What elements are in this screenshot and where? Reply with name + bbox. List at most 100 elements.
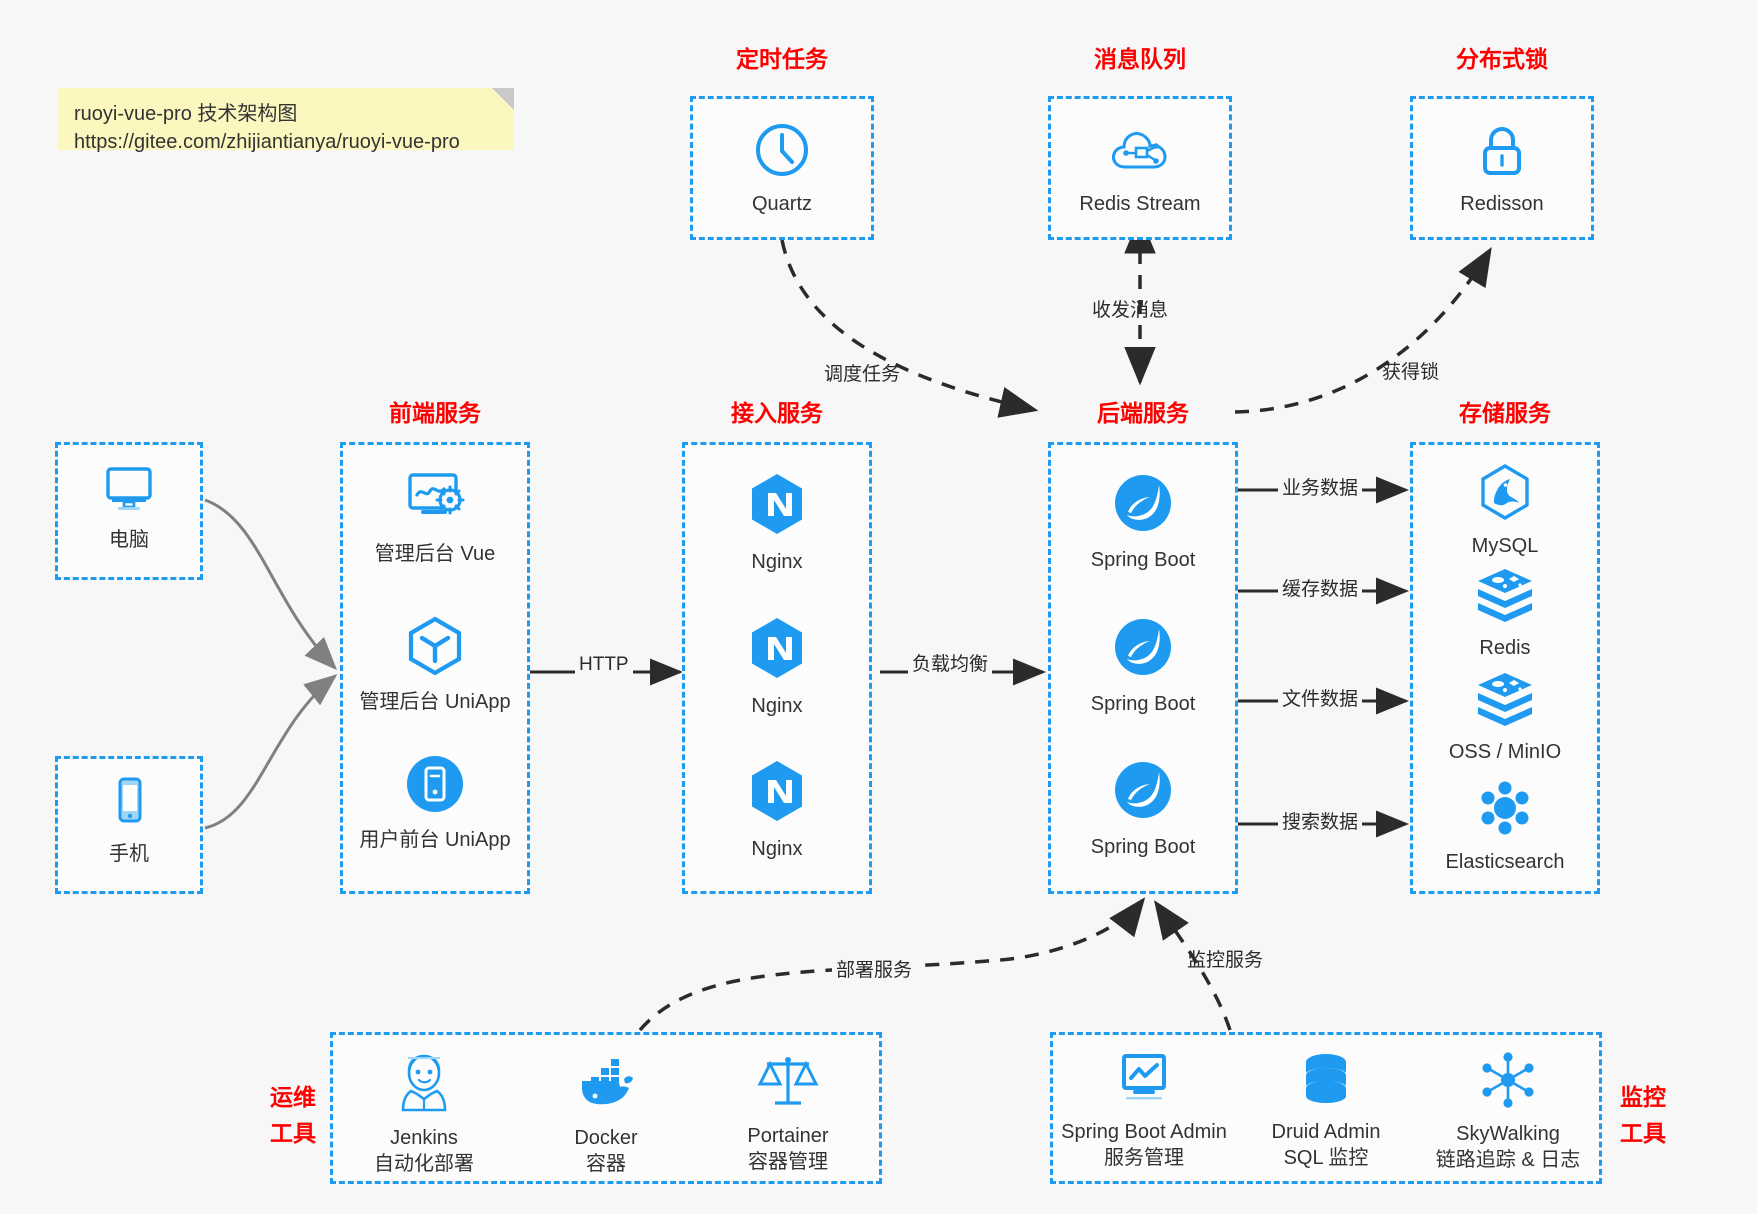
node-caption: 电脑 xyxy=(109,529,149,551)
edge-label-business-data: 业务数据 xyxy=(1278,476,1363,502)
node-caption: SkyWalking xyxy=(1456,1123,1560,1145)
node-subcaption: 容器 xyxy=(586,1153,626,1175)
edge-label-schedule-task: 调度任务 xyxy=(824,364,901,385)
cloud-stream-icon xyxy=(1051,121,1229,184)
monitor-icon xyxy=(58,461,200,520)
node-subcaption: 链路追踪 & 日志 xyxy=(1435,1149,1581,1171)
group-label-lock: 分布式锁 xyxy=(1456,46,1548,72)
group-storage: MySQL Redis xyxy=(1410,442,1600,894)
group-devops: Jenkins 自动化部署 Docker xyxy=(330,1032,882,1184)
group-mq: Redis Stream xyxy=(1048,96,1232,240)
spring-boot-icon xyxy=(1051,615,1235,684)
group-monitor: Spring Boot Admin 服务管理 Dru xyxy=(1050,1032,1602,1184)
edge-label-load-balance: 负载均衡 xyxy=(908,652,993,678)
node-phone[interactable]: 手机 xyxy=(58,775,200,867)
node-spring-boot-1[interactable]: Spring Boot xyxy=(1051,471,1235,573)
group-label-frontend: 前端服务 xyxy=(389,400,481,426)
node-druid-admin[interactable]: Druid Admin SQL 监控 xyxy=(1235,1051,1417,1173)
uniapp-hex-icon xyxy=(343,615,527,682)
portainer-icon xyxy=(697,1051,879,1116)
nginx-icon xyxy=(685,758,869,829)
node-redis[interactable]: Redis xyxy=(1413,567,1597,661)
mobile-circle-icon xyxy=(343,753,527,820)
spring-boot-icon xyxy=(1051,471,1235,540)
note-line-title: ruoyi-vue-pro 技术架构图 xyxy=(74,103,298,125)
node-elasticsearch[interactable]: Elasticsearch xyxy=(1413,779,1597,875)
node-redisson[interactable]: Redisson xyxy=(1413,121,1591,217)
node-caption: Spring Boot xyxy=(1090,549,1196,571)
group-client-phone: 手机 xyxy=(55,756,203,894)
node-caption: 管理后台 Vue xyxy=(374,543,496,565)
node-skywalking[interactable]: SkyWalking 链路追踪 & 日志 xyxy=(1417,1051,1599,1173)
node-spring-boot-2[interactable]: Spring Boot xyxy=(1051,615,1235,717)
node-jenkins[interactable]: Jenkins 自动化部署 xyxy=(333,1051,515,1177)
note-fold-corner xyxy=(492,88,514,110)
node-caption: Spring Boot xyxy=(1090,836,1196,858)
phone-icon xyxy=(58,775,200,834)
group-lock: Redisson xyxy=(1410,96,1594,240)
node-caption: Nginx xyxy=(751,551,803,573)
group-label-storage: 存储服务 xyxy=(1459,400,1551,426)
skywalking-icon xyxy=(1417,1051,1599,1114)
node-subcaption: SQL 监控 xyxy=(1283,1147,1369,1169)
node-caption: Portainer xyxy=(747,1125,829,1147)
edge-label-send-receive-message: 收发消息 xyxy=(1092,300,1169,321)
node-spring-boot-admin[interactable]: Spring Boot Admin 服务管理 xyxy=(1053,1051,1235,1173)
spring-boot-icon xyxy=(1051,758,1235,827)
node-redis-stream[interactable]: Redis Stream xyxy=(1051,121,1229,217)
node-spring-boot-3[interactable]: Spring Boot xyxy=(1051,758,1235,860)
edge-label-cache-data: 缓存数据 xyxy=(1278,577,1363,603)
node-oss-minio[interactable]: OSS / MinIO xyxy=(1413,671,1597,765)
node-caption: 手机 xyxy=(109,843,149,865)
node-caption: Spring Boot xyxy=(1090,693,1196,715)
node-caption: Docker xyxy=(574,1127,638,1149)
node-caption: MySQL xyxy=(1471,535,1539,557)
edge-label-deploy-service: 部署服务 xyxy=(832,958,917,984)
node-docker[interactable]: Docker 容器 xyxy=(515,1051,697,1177)
node-caption: Redisson xyxy=(1460,193,1544,215)
jenkins-icon xyxy=(333,1051,515,1118)
group-label-monitor-line1: 监控 xyxy=(1620,1084,1666,1110)
node-quartz[interactable]: Quartz xyxy=(693,121,871,217)
nginx-icon xyxy=(685,615,869,686)
group-client-computer: 电脑 xyxy=(55,442,203,580)
node-user-uniapp[interactable]: 用户前台 UniApp xyxy=(343,753,527,853)
node-nginx-2[interactable]: Nginx xyxy=(685,615,869,719)
group-frontend: 管理后台 Vue 管理后台 UniApp xyxy=(340,442,530,894)
node-caption: Quartz xyxy=(751,193,813,215)
edge-label-monitor-service: 监控服务 xyxy=(1187,950,1264,971)
node-subcaption: 容器管理 xyxy=(748,1151,828,1173)
edge-label-http: HTTP xyxy=(575,652,633,678)
group-scheduler: Quartz xyxy=(690,96,874,240)
node-caption: Nginx xyxy=(751,695,803,717)
group-label-scheduler: 定时任务 xyxy=(736,46,828,72)
note-line-url: https://gitee.com/zhijiantianya/ruoyi-vu… xyxy=(74,131,460,153)
node-subcaption: 服务管理 xyxy=(1104,1147,1184,1169)
node-mysql[interactable]: MySQL xyxy=(1413,463,1597,559)
mysql-icon xyxy=(1413,463,1597,526)
node-caption: Elasticsearch xyxy=(1445,851,1565,873)
node-caption: 管理后台 UniApp xyxy=(359,691,511,713)
group-label-gateway: 接入服务 xyxy=(731,400,823,426)
clock-icon xyxy=(693,121,871,184)
elasticsearch-icon xyxy=(1413,779,1597,842)
node-caption: Nginx xyxy=(751,838,803,860)
node-portainer[interactable]: Portainer 容器管理 xyxy=(697,1051,879,1177)
dashboard-gear-icon xyxy=(343,469,527,534)
node-caption: Redis xyxy=(1479,637,1531,659)
node-caption: 用户前台 UniApp xyxy=(359,829,511,851)
node-caption: Jenkins xyxy=(390,1127,458,1149)
node-nginx-3[interactable]: Nginx xyxy=(685,758,869,862)
node-subcaption: 自动化部署 xyxy=(374,1153,474,1175)
lock-icon xyxy=(1413,121,1591,184)
sticky-note: ruoyi-vue-pro 技术架构图 https://gitee.com/zh… xyxy=(58,88,514,153)
oss-icon xyxy=(1413,671,1597,732)
node-admin-uniapp[interactable]: 管理后台 UniApp xyxy=(343,615,527,715)
group-label-monitor-line2: 工具 xyxy=(1620,1120,1666,1146)
node-nginx-1[interactable]: Nginx xyxy=(685,471,869,575)
spring-boot-admin-icon xyxy=(1053,1051,1235,1112)
node-computer[interactable]: 电脑 xyxy=(58,461,200,553)
node-admin-vue[interactable]: 管理后台 Vue xyxy=(343,469,527,567)
group-label-mq: 消息队列 xyxy=(1094,46,1186,72)
